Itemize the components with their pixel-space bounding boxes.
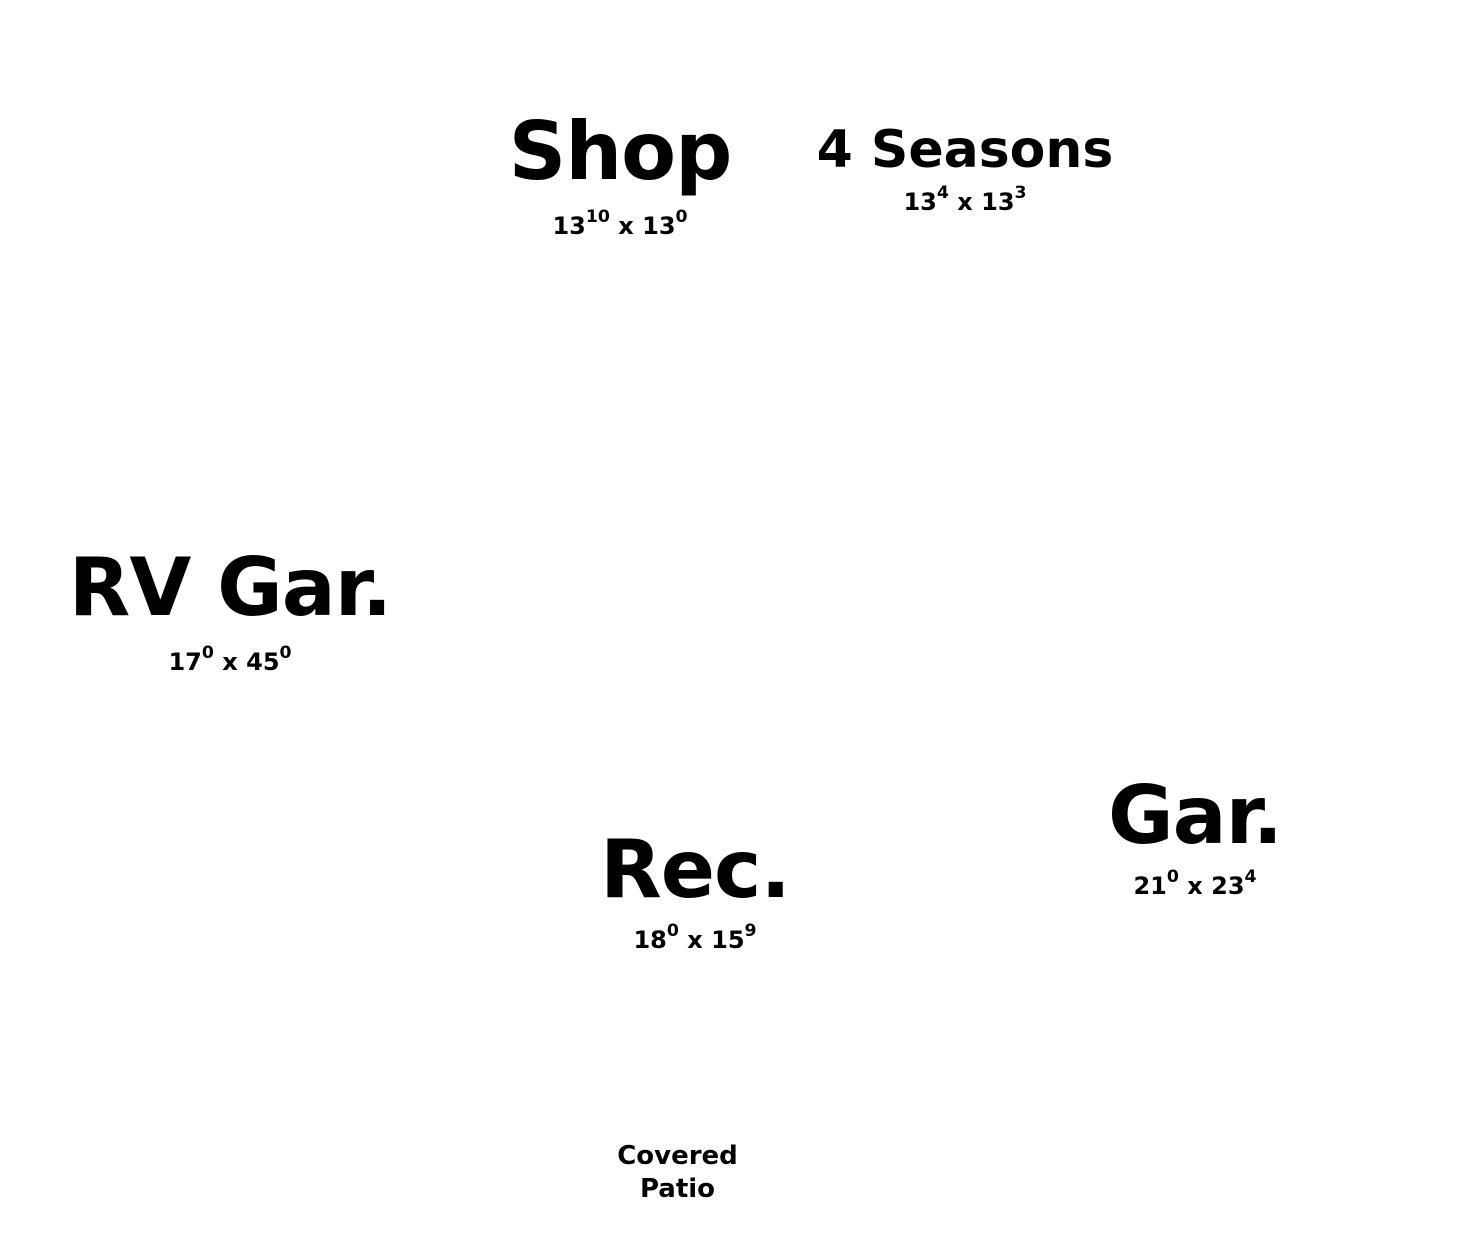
width-inches: 10 bbox=[585, 207, 610, 228]
length-feet: 13 bbox=[981, 188, 1015, 216]
width-inches: 4 bbox=[936, 183, 949, 204]
dimension-separator: x bbox=[957, 188, 973, 216]
room-label-covered-patio: Covered Patio bbox=[590, 1140, 765, 1205]
length-inches: 3 bbox=[1014, 183, 1027, 204]
dimension-separator: x bbox=[618, 212, 634, 240]
length-feet: 45 bbox=[246, 648, 280, 676]
width-inches: 0 bbox=[201, 643, 214, 664]
width-feet: 17 bbox=[168, 648, 202, 676]
width-inches: 0 bbox=[1166, 867, 1179, 888]
length-inches: 0 bbox=[675, 207, 688, 228]
width-inches: 0 bbox=[666, 921, 679, 942]
length-feet: 15 bbox=[711, 926, 745, 954]
room-name-four-seasons: 4 Seasons bbox=[816, 120, 1114, 180]
room-name-rec: Rec. bbox=[600, 823, 791, 916]
length-feet: 13 bbox=[642, 212, 676, 240]
width-feet: 13 bbox=[552, 212, 586, 240]
room-name-shop: Shop bbox=[508, 105, 733, 198]
width-feet: 21 bbox=[1133, 872, 1167, 900]
width-feet: 18 bbox=[633, 926, 667, 954]
dimension-separator: x bbox=[687, 926, 703, 954]
length-inches: 9 bbox=[744, 921, 757, 942]
dimension-separator: x bbox=[222, 648, 238, 676]
room-name-covered-patio-line2: Patio bbox=[639, 1173, 716, 1204]
dimension-separator: x bbox=[1187, 872, 1203, 900]
length-inches: 0 bbox=[279, 643, 292, 664]
width-feet: 13 bbox=[903, 188, 937, 216]
room-name-garage: Gar. bbox=[1107, 769, 1283, 862]
length-feet: 23 bbox=[1211, 872, 1245, 900]
room-name-covered-patio-line1: Covered bbox=[617, 1141, 738, 1171]
length-inches: 4 bbox=[1244, 867, 1257, 888]
room-name-rv-garage: RV Gar. bbox=[68, 541, 392, 634]
